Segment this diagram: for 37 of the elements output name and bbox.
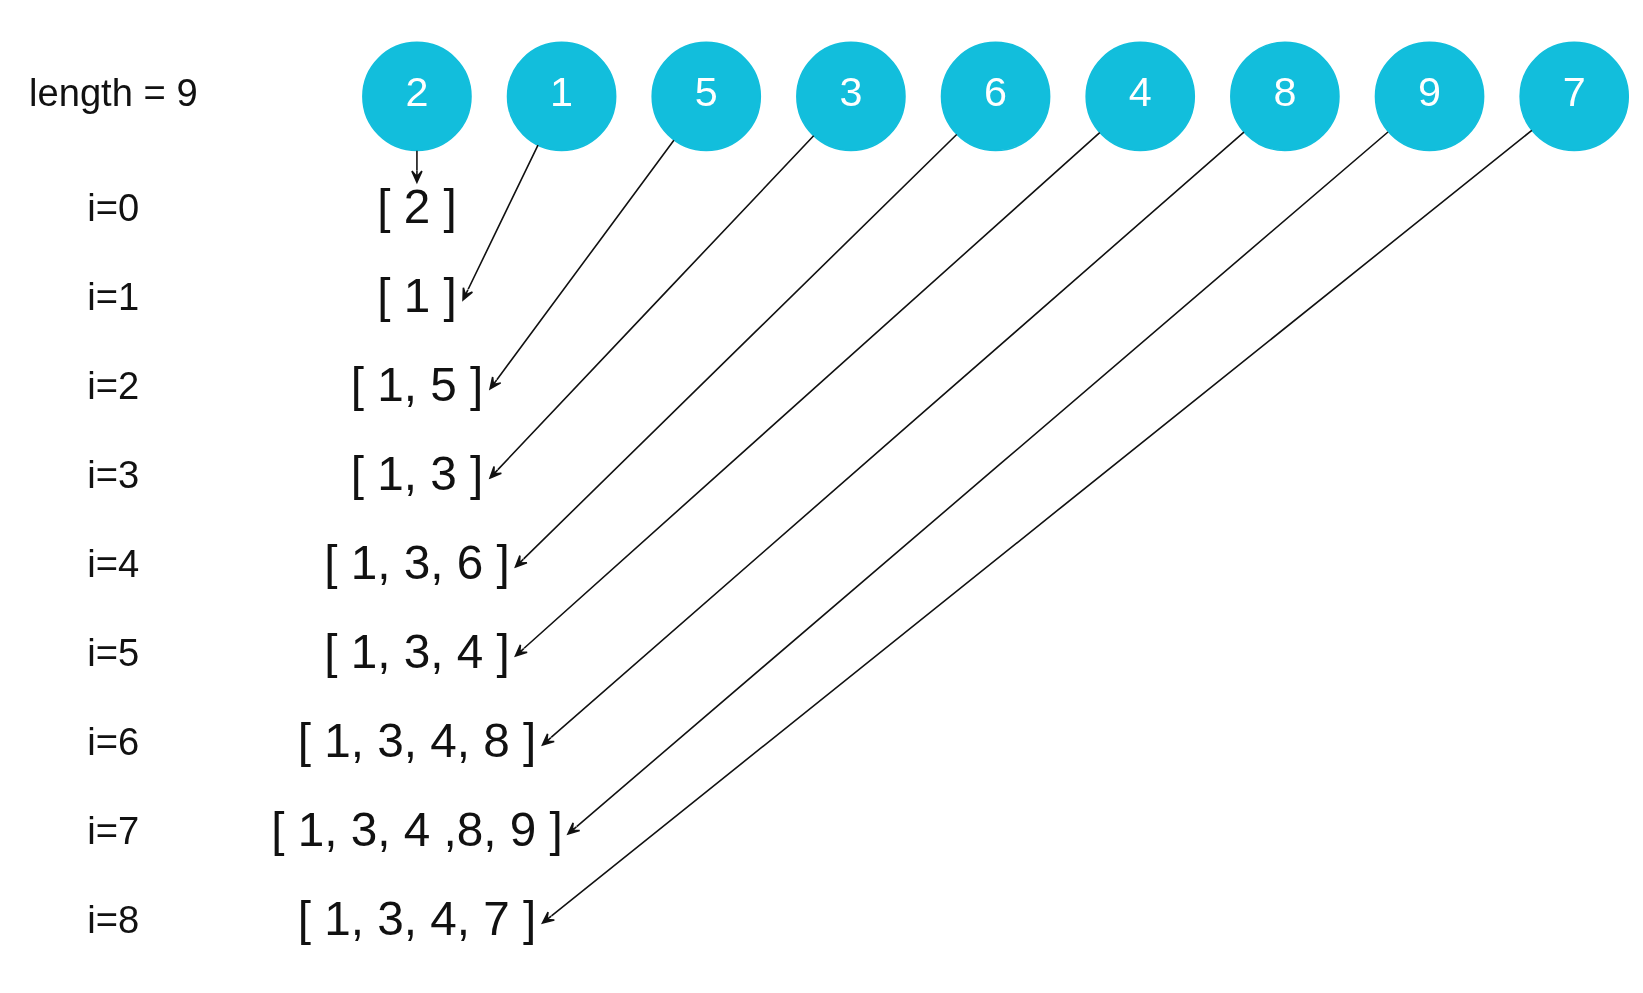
label: i=6 xyxy=(87,719,140,763)
label: i=8 xyxy=(87,897,140,941)
arrow xyxy=(541,130,1245,746)
node-text: [ 1, 3, 6 ] xyxy=(324,535,510,589)
node-text: [ 1, 3, 4 ] xyxy=(324,624,510,678)
arrow xyxy=(411,149,423,183)
label: i=1 xyxy=(87,274,140,318)
arrow xyxy=(541,129,1533,924)
node-text: [ 2 ] xyxy=(377,179,457,233)
node-circle: 5 xyxy=(651,41,762,151)
label: i=7 xyxy=(87,808,140,852)
node-circle: 1 xyxy=(506,41,617,151)
node-circle: 4 xyxy=(1085,41,1196,151)
node-text: [ 1, 3, 4 ,8, 9 ] xyxy=(271,802,563,856)
arrow xyxy=(489,134,815,479)
label: i=3 xyxy=(87,452,140,496)
label: length = 9 xyxy=(29,70,198,114)
label: i=2 xyxy=(87,363,140,407)
node-circle: 3 xyxy=(796,41,906,151)
node-circle: 2 xyxy=(362,41,472,151)
label: i=4 xyxy=(87,541,140,585)
node-circle: 7 xyxy=(1519,41,1630,151)
node-circle: 8 xyxy=(1230,41,1340,151)
node-circle: 9 xyxy=(1374,41,1485,151)
node-text: [ 1, 3 ] xyxy=(350,446,484,500)
arrow xyxy=(462,143,539,301)
arrow xyxy=(514,131,1101,657)
node-text: [ 1, 3, 4, 8 ] xyxy=(297,713,537,767)
label: i=0 xyxy=(87,185,140,229)
node-text: [ 1 ] xyxy=(377,268,457,322)
node-circle: 6 xyxy=(940,41,1051,151)
arrow xyxy=(567,130,1389,835)
arrow xyxy=(514,133,958,568)
node-text: [ 1, 5 ] xyxy=(350,357,484,411)
label: i=5 xyxy=(87,630,140,674)
arrow xyxy=(489,138,675,390)
node-text: [ 1, 3, 4, 7 ] xyxy=(297,891,537,945)
